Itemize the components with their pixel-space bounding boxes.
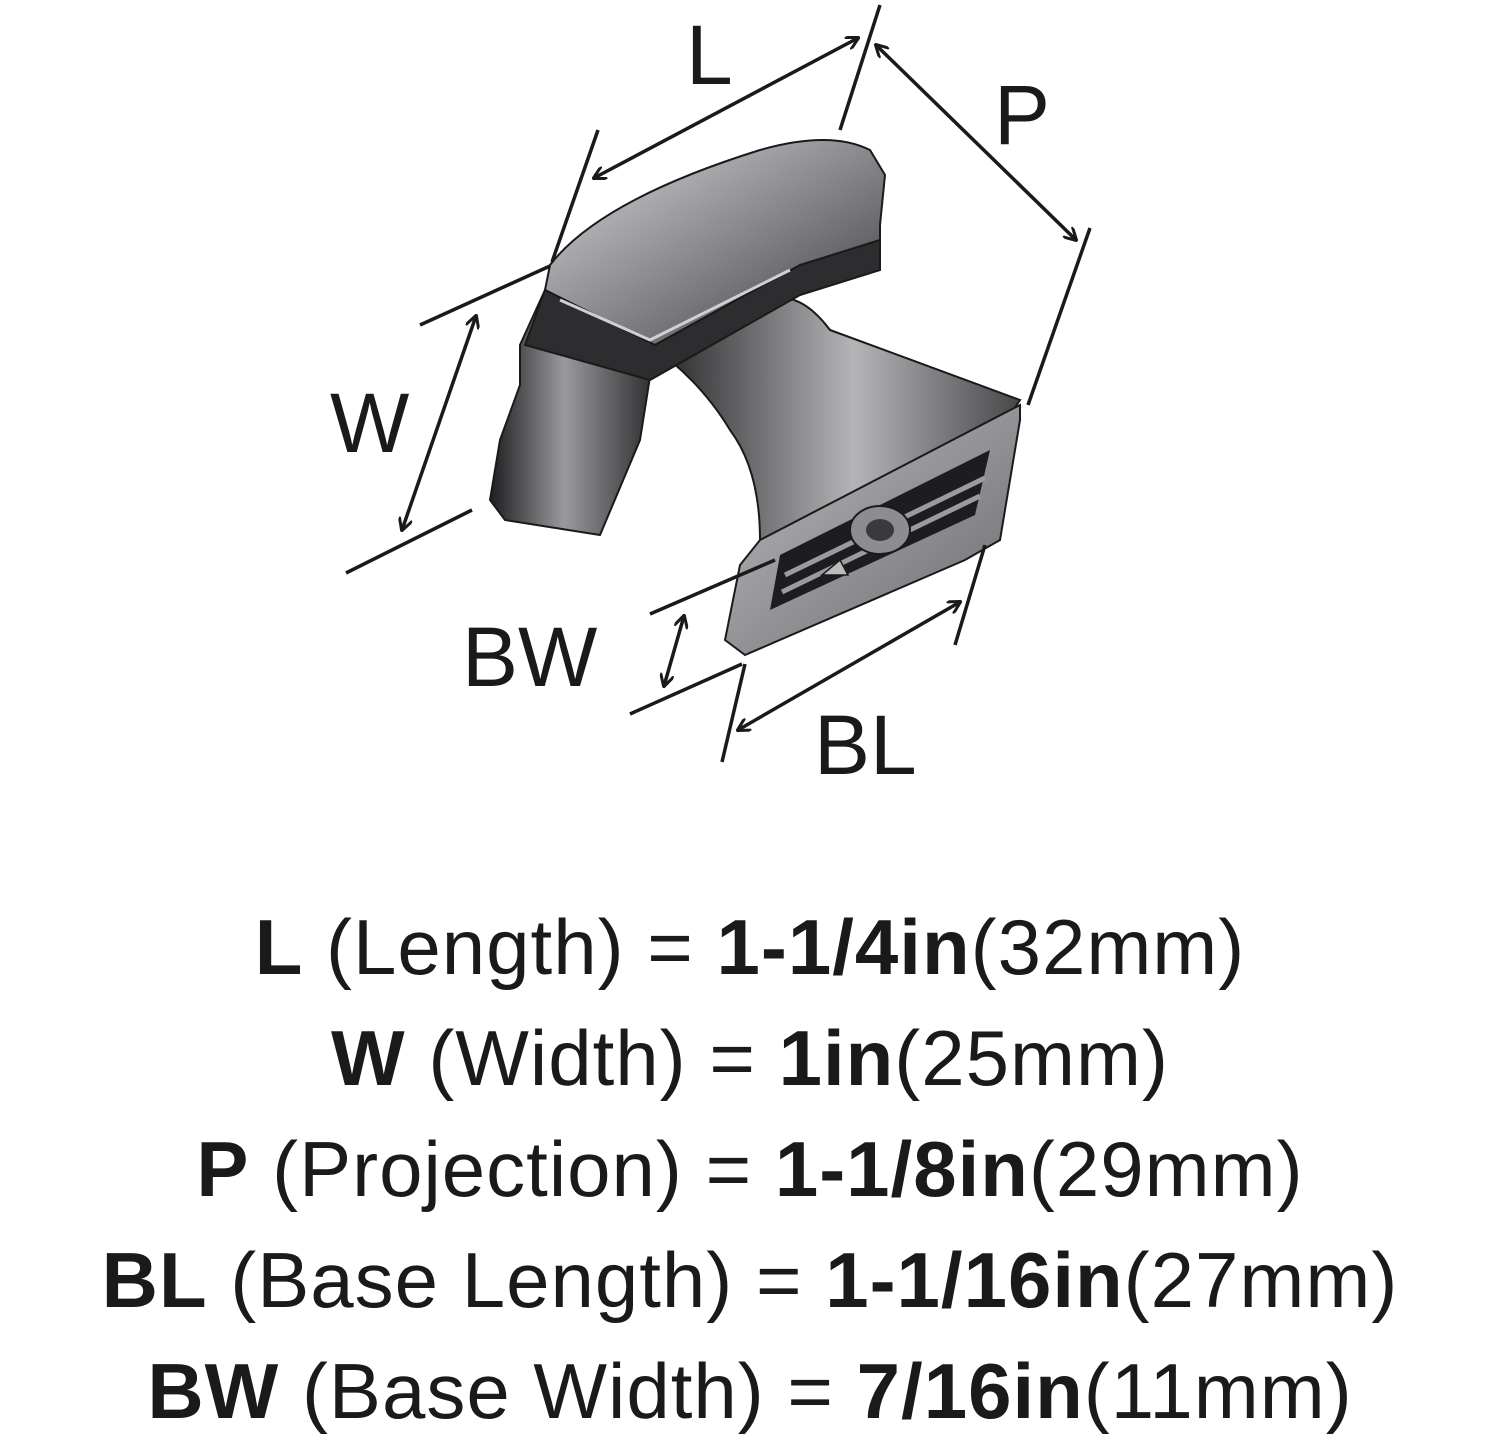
spec-metric: (25mm) — [894, 1014, 1169, 1102]
spec-code: BL — [101, 1236, 208, 1324]
spec-code: W — [331, 1014, 406, 1102]
dim-line-BL — [738, 602, 960, 730]
label-BL: BL — [814, 698, 917, 792]
spec-eq: = — [755, 1236, 803, 1324]
dimension-diagram: L P W BW BL — [330, 4, 1092, 792]
label-BW: BW — [462, 610, 597, 704]
spec-code: BW — [147, 1347, 280, 1435]
spec-eq: = — [647, 903, 694, 991]
spec-desc: (Width) — [428, 1014, 687, 1102]
label-L: L — [686, 8, 733, 102]
spec-desc: (Length) — [326, 903, 625, 991]
spec-row-width: W (Width) = 1in(25mm) — [0, 1003, 1500, 1114]
spec-row-base-width: BW (Base Width) = 7/16in(11mm) — [0, 1336, 1500, 1447]
spec-code: P — [196, 1125, 250, 1213]
spec-metric: (11mm) — [1083, 1347, 1353, 1435]
spec-row-base-length: BL (Base Length) = 1-1/16in(27mm) — [0, 1225, 1500, 1336]
spec-eq: = — [705, 1125, 753, 1213]
label-W: W — [330, 376, 409, 470]
spec-row-projection: P (Projection) = 1-1/8in(29mm) — [0, 1114, 1500, 1225]
spec-value: 1in — [778, 1014, 895, 1102]
spec-list: L (Length) = 1-1/4in(32mm) W (Width) = 1… — [0, 892, 1500, 1447]
spec-eq: = — [709, 1014, 756, 1102]
dim-line-L — [594, 38, 858, 178]
spec-value: 1-1/16in — [825, 1236, 1124, 1324]
spec-metric: (29mm) — [1028, 1125, 1304, 1213]
spec-desc: (Base Length) — [230, 1236, 734, 1324]
spec-code: L — [254, 903, 304, 991]
dim-line-W — [402, 316, 476, 530]
knob-product-image — [488, 139, 1022, 657]
knob-head-band — [523, 238, 881, 382]
spec-value: 7/16in — [856, 1347, 1084, 1435]
dim-line-P — [876, 45, 1076, 240]
spec-row-length: L (Length) = 1-1/4in(32mm) — [0, 892, 1500, 1003]
spec-metric: (27mm) — [1123, 1236, 1399, 1324]
spec-value: 1-1/8in — [774, 1125, 1029, 1213]
spec-desc: (Base Width) — [301, 1347, 765, 1435]
label-P: P — [994, 68, 1050, 162]
spec-eq: = — [787, 1347, 834, 1435]
dim-line-BW — [664, 616, 684, 686]
spec-desc: (Projection) — [272, 1125, 683, 1213]
spec-value: 1-1/4in — [716, 903, 971, 991]
spec-metric: (32mm) — [970, 903, 1246, 991]
knob-stem — [649, 297, 1022, 542]
